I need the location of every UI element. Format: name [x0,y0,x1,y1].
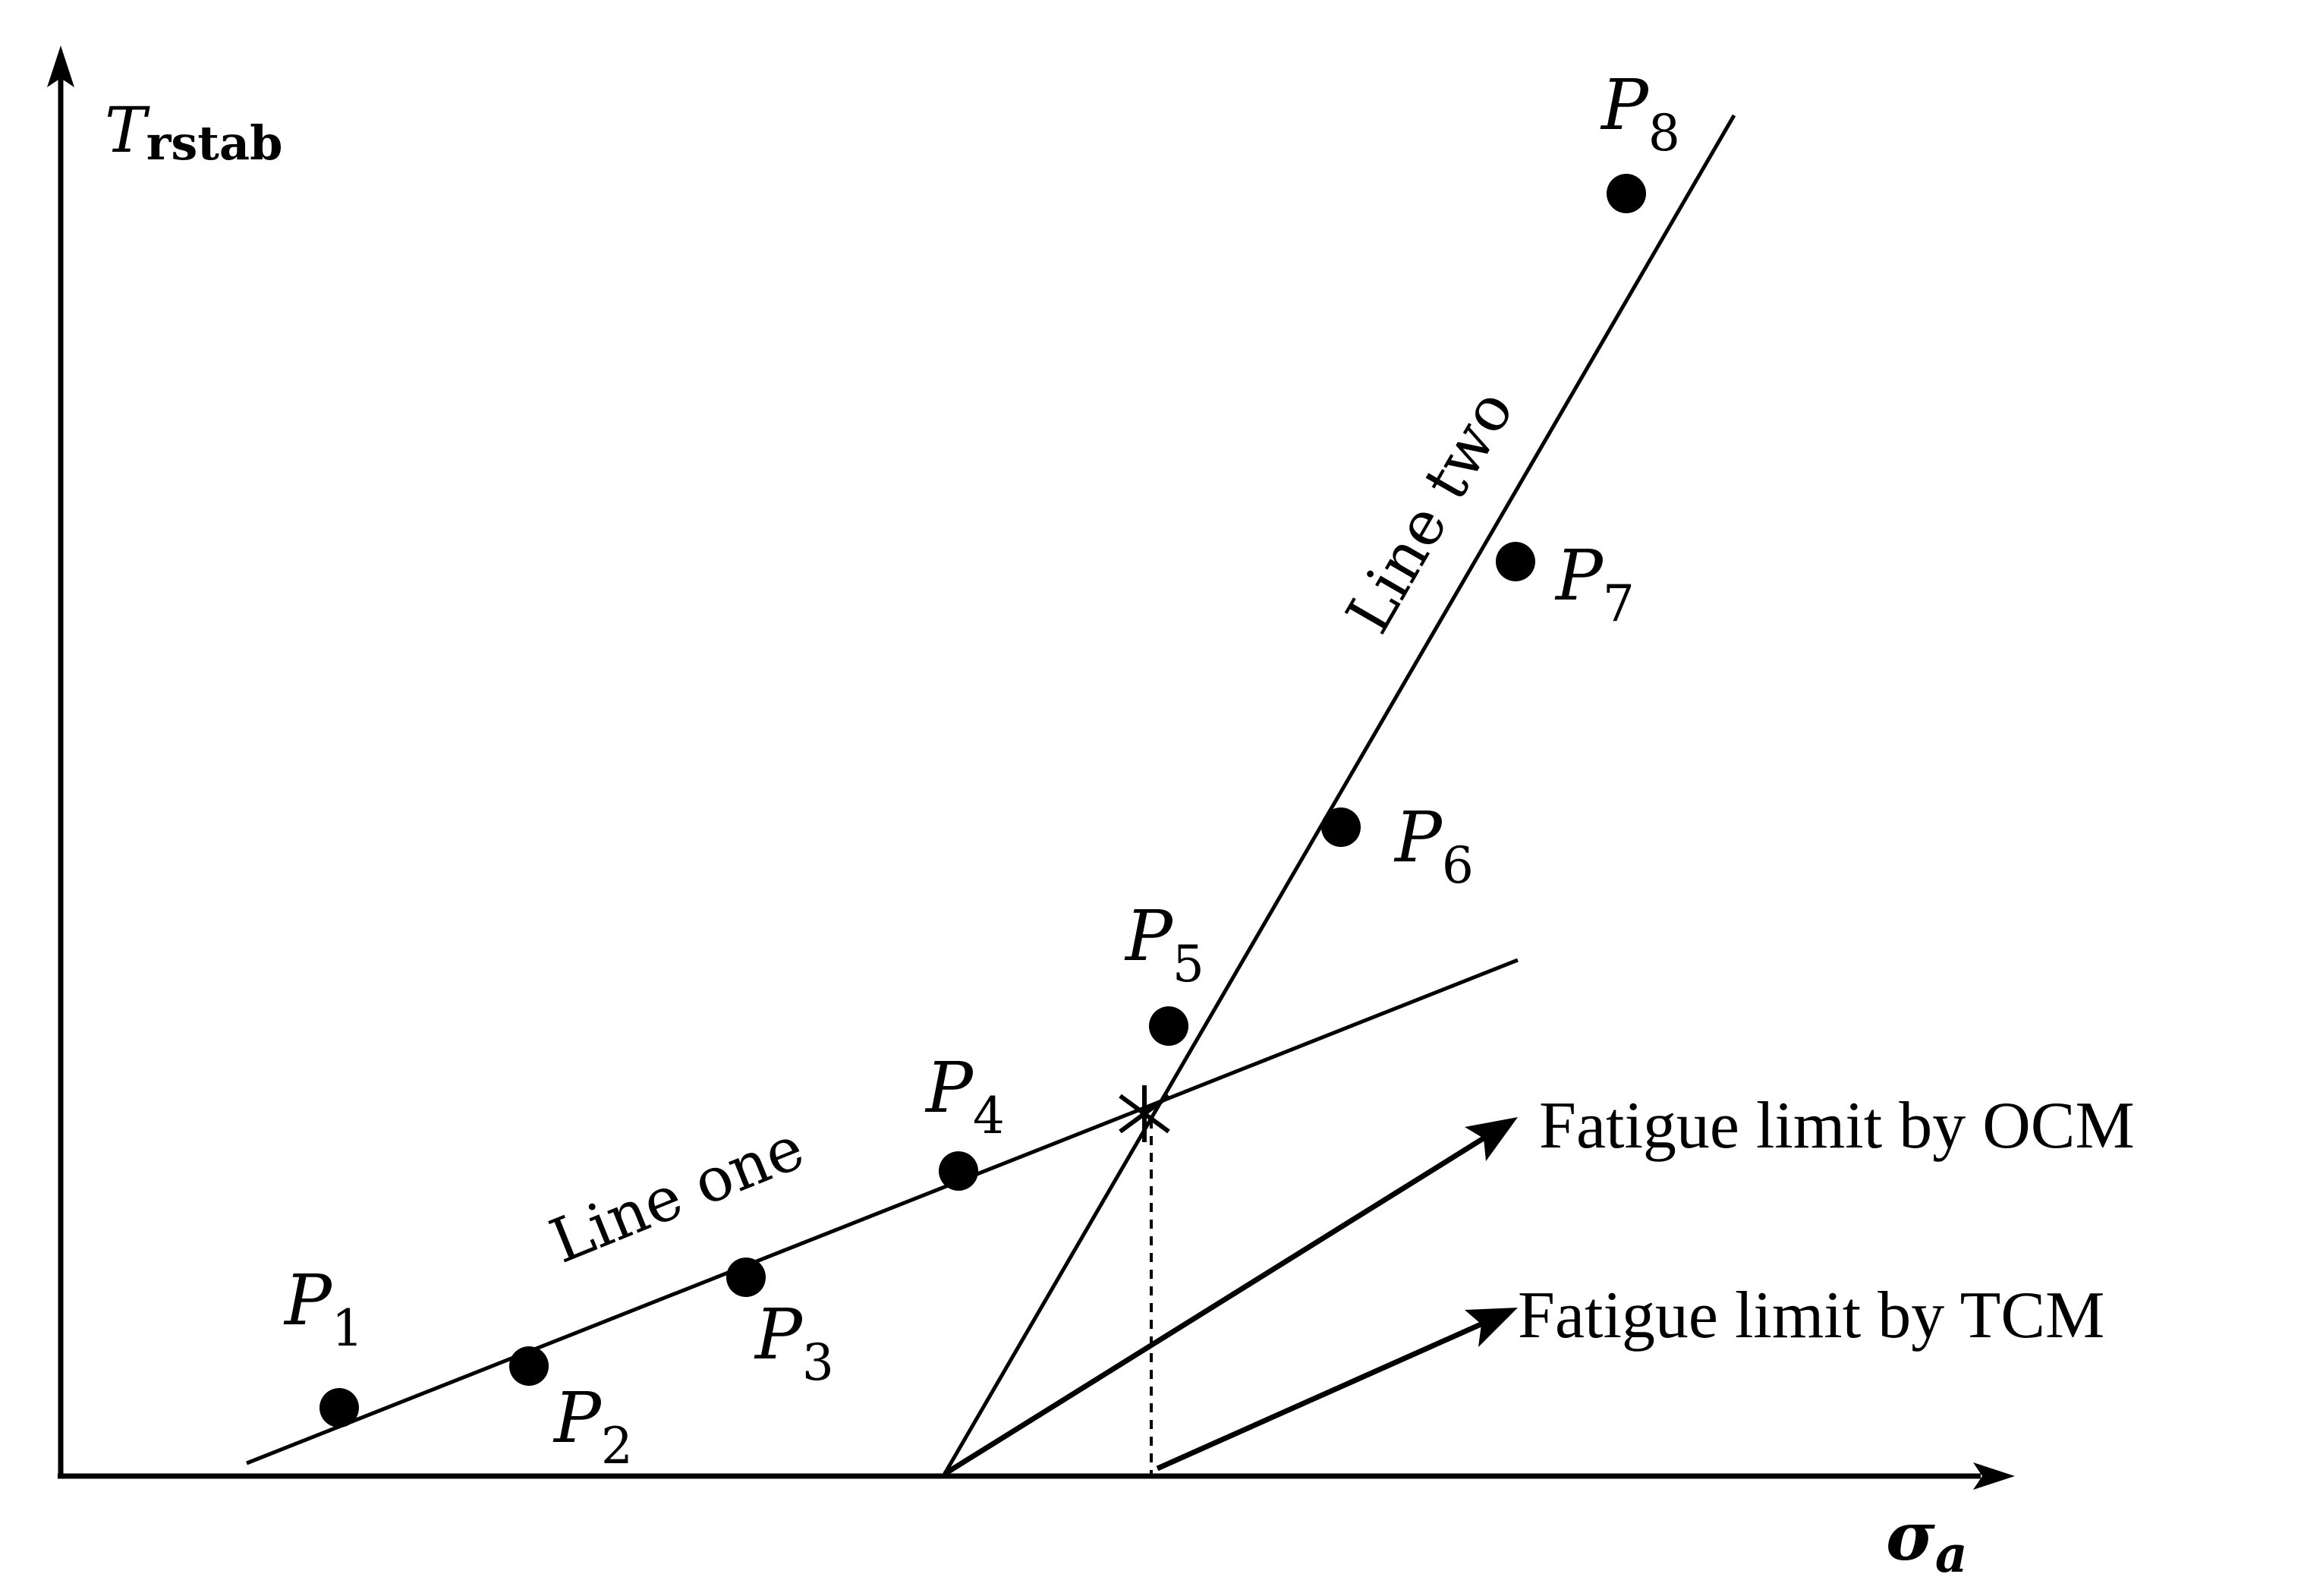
point-p6-marker [1321,807,1361,847]
tcm-label: Fatigue limit by TCM [1518,1279,2104,1352]
point-p8-marker [1607,174,1646,213]
x-axis-label-main: σ [1886,1497,1935,1576]
line-one-label: Line one [540,1112,813,1276]
point-p4-marker [939,1151,978,1191]
ocm-arrowhead [1465,1117,1518,1161]
tcm-arrowhead [1465,1308,1518,1347]
y-axis-label: Trstab [105,95,282,171]
point-p3-label: P3 [754,1294,834,1392]
point-p5-marker [1149,1006,1188,1046]
line-two [941,114,1736,1478]
y-axis-label-sub: rstab [146,115,283,171]
point-p1-label: P1 [283,1260,364,1358]
point-p1-marker [319,1388,359,1428]
point-p2-label: P2 [552,1377,633,1475]
point-p3-marker [726,1258,766,1297]
point-p6-label: P6 [1393,797,1474,895]
ocm-arrow [943,1119,1512,1476]
line-two-label: Line two [1333,378,1527,644]
point-p7-label: P7 [1554,535,1635,633]
point-p7-marker [1496,542,1535,581]
y-axis-label-main: T [105,95,150,167]
tcm-arrow [1156,1310,1508,1472]
line-one [246,958,1519,1465]
x-axis-label: σa [1886,1497,1968,1584]
point-p8-label: P8 [1600,65,1680,162]
point-p5-label: P5 [1124,896,1204,993]
y-axis-arrowhead [47,46,74,87]
point-p2-marker [509,1346,549,1386]
point-p4-label: P4 [924,1047,1005,1145]
intersection-marker [1119,1085,1170,1142]
x-axis-label-sub: a [1935,1525,1968,1584]
ocm-label: Fatigue limit by OCM [1539,1089,2135,1163]
x-axis-arrowhead [1973,1462,2015,1490]
